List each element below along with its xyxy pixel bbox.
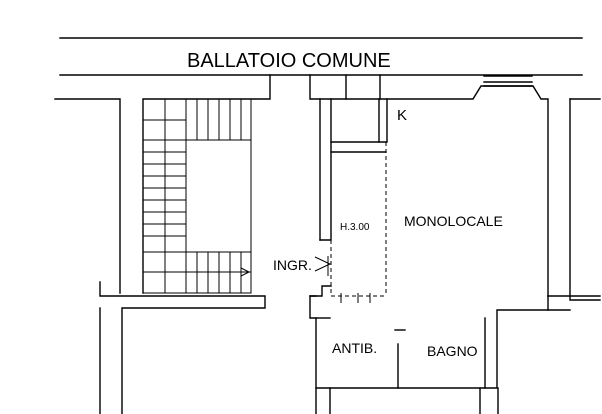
ceiling-height-label: H.3.00 bbox=[340, 222, 370, 233]
corridor-label: BALLATOIO COMUNE bbox=[187, 50, 391, 72]
main-room-label: MONOLOCALE bbox=[404, 213, 503, 229]
staircase bbox=[142, 98, 252, 294]
kitchen-label: K bbox=[397, 107, 407, 124]
apartment-walls bbox=[309, 74, 601, 414]
dashed-partitions bbox=[309, 142, 387, 303]
entrance-label: INGR. bbox=[273, 257, 312, 273]
anteroom-label: ANTIB. bbox=[332, 340, 377, 356]
corridor-band bbox=[59, 37, 583, 76]
bathroom-label: BAGNO bbox=[427, 343, 478, 359]
landing-wall bbox=[99, 281, 266, 414]
left-wall-block bbox=[54, 74, 271, 294]
entrance-arrow-icon bbox=[314, 256, 332, 272]
